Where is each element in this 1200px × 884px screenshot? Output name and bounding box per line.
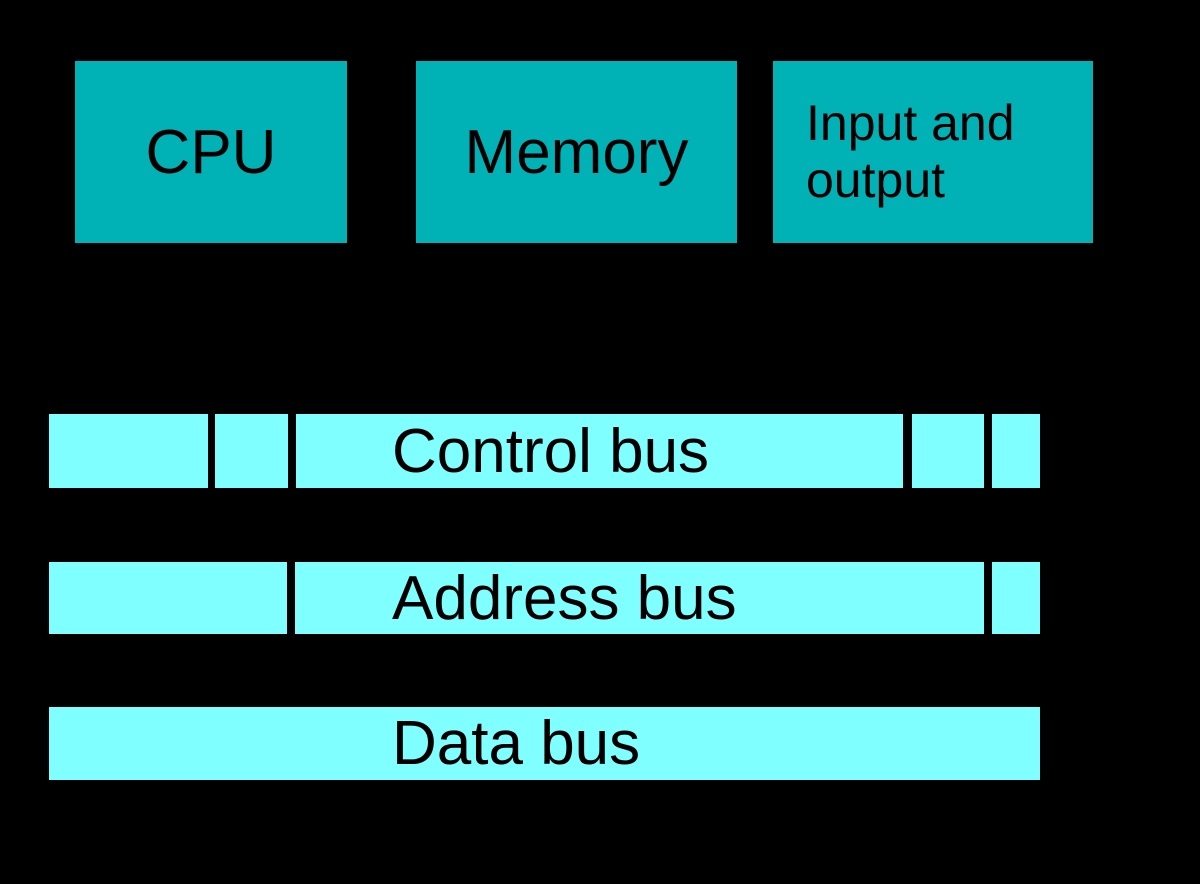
bus-segment (215, 414, 288, 488)
bus-segment (49, 562, 287, 634)
bus-segment (992, 562, 1040, 634)
memory-label: Memory (464, 117, 689, 187)
bus-segment (992, 414, 1040, 488)
input-output-box: Input and output (773, 61, 1093, 243)
input-output-label-line2: output (806, 152, 946, 208)
input-output-label: Input and output (806, 95, 1015, 209)
data-bus: Data bus (0, 707, 1200, 780)
address-bus-label: Address bus (392, 563, 737, 633)
cpu-box: CPU (75, 61, 347, 243)
address-bus: Address bus (0, 562, 1200, 634)
data-bus-label: Data bus (392, 709, 641, 778)
bus-segment (49, 707, 1040, 780)
bus-segment (912, 414, 984, 488)
memory-box: Memory (416, 61, 737, 243)
bus-segment (49, 414, 208, 488)
control-bus-label: Control bus (392, 416, 710, 486)
control-bus: Control bus (0, 414, 1200, 488)
cpu-label: CPU (145, 117, 277, 187)
input-output-label-line1: Input and (806, 95, 1015, 151)
bus-segment (296, 414, 903, 488)
bus-segment (295, 562, 984, 634)
